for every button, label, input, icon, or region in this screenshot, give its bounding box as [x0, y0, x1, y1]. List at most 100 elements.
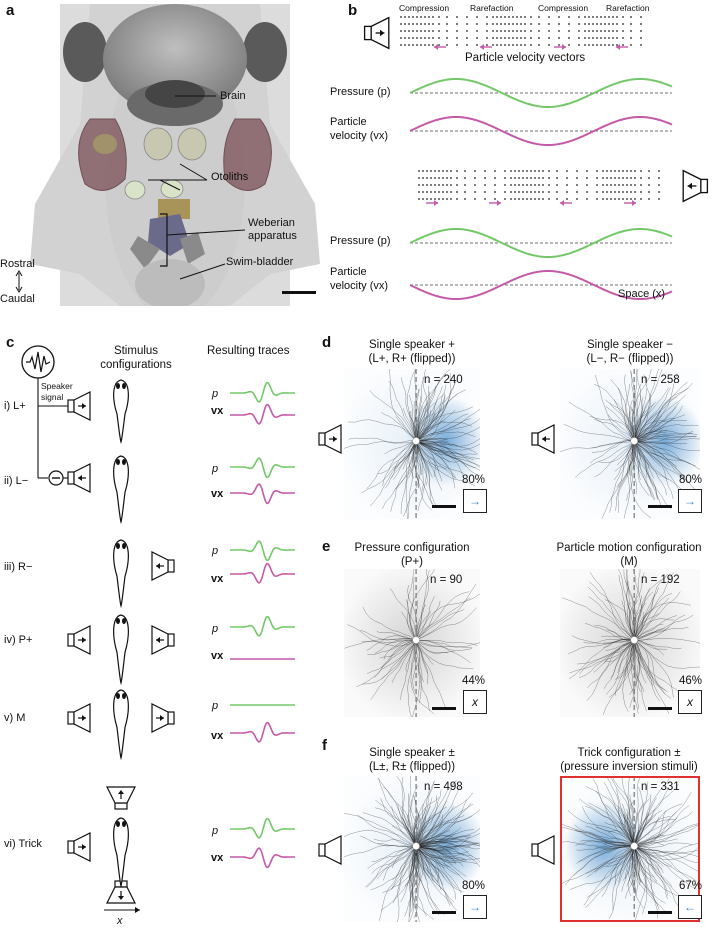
b-compression-2: Compression [538, 3, 589, 13]
larva-icon [113, 379, 129, 444]
origin-dot [630, 636, 638, 644]
plot-d-right [560, 369, 700, 519]
c-row-label-1: i) L+ [4, 400, 26, 412]
e-left-title-1: Pressure configuration [354, 542, 470, 554]
b-space-label: Space (x) [618, 288, 666, 300]
f-right-title-2: (pressure inversion stimuli) [560, 761, 698, 773]
c-v-label-5: vx [211, 730, 224, 742]
label-swim-bladder: Swim-bladder [226, 256, 294, 268]
left-arrow-icon: ← [678, 895, 702, 919]
pressure-wave-2 [409, 228, 673, 258]
trajectory-lines [344, 776, 480, 922]
d-left-title-1: Single speaker + [369, 339, 455, 351]
heatmap-blob [624, 396, 700, 486]
f-right-title-1: Trick configuration ± [577, 747, 681, 759]
velocity-trace [230, 403, 295, 425]
b-pressure-label-1: Pressure (p) [330, 86, 391, 98]
b-rarefaction-1: Rarefaction [470, 3, 514, 13]
c-v-label-2: vx [211, 488, 224, 500]
larva-icon [113, 614, 129, 686]
d-right-title-2: (L−, R− (flipped)) [586, 353, 674, 365]
speaker-icon [67, 463, 91, 493]
scale-bar-f-right [648, 911, 672, 914]
f-left-title: Single speaker ± (L±, R± (flipped)) [336, 746, 488, 774]
origin-dot [630, 437, 638, 445]
b-rarefaction-2: Rarefaction [606, 3, 650, 13]
label-otoliths: Otoliths [211, 171, 249, 183]
scale-bar-e-left [432, 707, 456, 710]
label-weberian-line2: apparatus [248, 230, 297, 242]
f-left-title-1: Single speaker ± [369, 747, 455, 759]
panel-e-label: e [322, 538, 331, 555]
larva-icon [113, 455, 129, 525]
c-v-label-1: vx [211, 405, 224, 417]
b-particle-label-1: Particle [330, 116, 367, 128]
f-left-title-2: (L±, R± (flipped)) [368, 761, 456, 773]
speaker-icon [151, 703, 175, 733]
larva-icon [113, 539, 129, 609]
f-right-title: Trick configuration ± (pressure inversio… [544, 746, 714, 774]
c-p-label-5: p [212, 700, 219, 712]
c-p-label-2: p [212, 463, 219, 475]
c-row-label-5: v) M [4, 712, 26, 724]
e-right-pct: 46% [679, 675, 703, 687]
e-right-title: Particle motion configuration (M) [544, 541, 714, 569]
velocity-trace [230, 483, 295, 505]
e-left-title-2: (P+) [400, 556, 424, 568]
e-right-n: n = 192 [641, 574, 680, 586]
d-right-title-1: Single speaker − [587, 339, 673, 351]
d-right-n: n = 258 [641, 374, 680, 386]
panel-a-label: a [6, 2, 15, 19]
speaker-icon [531, 424, 555, 454]
velocity-wave-2 [409, 270, 673, 300]
c-row-label-6: vi) Trick [4, 838, 42, 850]
pressure-trace [230, 381, 295, 403]
f-right-pct: 67% [679, 880, 703, 892]
panel-b-label: b [348, 2, 358, 19]
origin-dot [412, 437, 420, 445]
c-p-label-4: p [212, 623, 219, 635]
speaker-icon [67, 832, 91, 862]
b-compression-1: Compression [399, 3, 450, 13]
scale-bar-d-left [432, 505, 456, 508]
scale-bar-f-left [432, 911, 456, 914]
velocity-trace [230, 562, 295, 584]
velocity-trace [230, 721, 295, 743]
pressure-trace [230, 457, 295, 479]
panel-c-label: c [6, 334, 15, 351]
trajectory-lines [560, 776, 700, 922]
trajectory-lines [344, 369, 480, 519]
c-traces-title: Resulting traces [207, 345, 290, 357]
d-right-pct: 80% [679, 474, 703, 486]
speaker-icon [106, 786, 136, 810]
trick-highlight-frame [560, 776, 700, 922]
d-left-title-2: (L+, R+ (flipped)) [368, 353, 456, 365]
scale-bar-d-right [648, 505, 672, 508]
c-p-label-3: p [212, 545, 219, 557]
larva-icon [113, 817, 129, 889]
d-left-pct: 80% [462, 474, 486, 486]
speaker-icon [318, 424, 342, 454]
f-left-pct: 80% [462, 880, 486, 892]
c-p-label-1: p [212, 388, 219, 400]
right-arrow-icon: → [463, 895, 487, 919]
e-left-title: Pressure configuration (P+) [336, 541, 488, 569]
larva-icon [113, 689, 129, 761]
right-arrow-icon: → [463, 489, 487, 513]
label-weberian: Weberian apparatus [248, 217, 297, 243]
pressure-trace [230, 540, 295, 562]
c-p-label-6: p [212, 825, 219, 837]
panel-f-label: f [322, 737, 327, 754]
c-v-label-3: vx [211, 573, 224, 585]
c-x-axis-label: x [117, 915, 123, 927]
speaker-icon [682, 169, 709, 203]
d-left-title: Single speaker + (L+, R+ (flipped)) [344, 338, 480, 366]
speaker-icon [531, 835, 555, 865]
label-brain: Brain [220, 90, 246, 102]
plot-d-left [344, 369, 480, 519]
fish-anatomy-image [30, 4, 320, 306]
c-v-label-4: vx [211, 650, 224, 662]
